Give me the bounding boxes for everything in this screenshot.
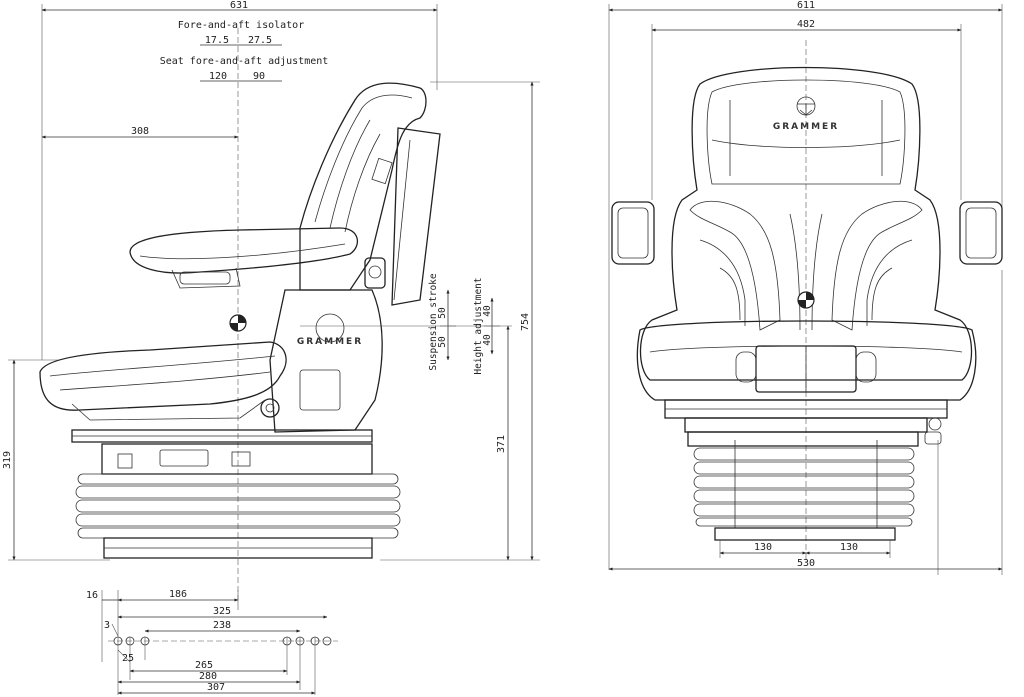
- dim-back-width: 482: [651, 19, 962, 200]
- armrest-right: [959, 201, 1003, 265]
- dim-overall-width-front: 611: [608, 0, 1003, 570]
- dim-suspension-stroke: Suspension stroke 50 50: [428, 273, 456, 371]
- dim-base-width: 530: [608, 270, 1003, 575]
- height-up: 40: [482, 305, 493, 317]
- dim-371: 371: [496, 435, 507, 453]
- adjust-title: Seat fore-and-aft adjustment: [160, 56, 329, 67]
- backrest-contours: [689, 200, 923, 331]
- dim-280: 280: [199, 671, 217, 682]
- dim-3: 3: [104, 620, 110, 631]
- isolator-right-value: 27.5: [248, 35, 272, 46]
- dim-fore-aft-isolator: Fore-and-aft isolator 17.5 27.5: [178, 20, 304, 46]
- dim-482: 482: [797, 19, 815, 30]
- suspension-label: Suspension stroke: [428, 273, 439, 371]
- side-bellows: [75, 473, 401, 539]
- dim-631: 631: [230, 0, 248, 11]
- dim-25: 25: [122, 653, 134, 664]
- front-view: 611 482 GRAMMER: [608, 0, 1003, 575]
- dim-overall-width-side: 631: [41, 0, 438, 360]
- suspension-down: 50: [437, 336, 448, 348]
- dim-308: 308: [131, 126, 149, 137]
- dim-130-left: 130: [754, 542, 772, 553]
- grammer-logo: GRAMMER: [773, 96, 839, 132]
- height-down: 40: [482, 334, 493, 346]
- dim-186: 186: [169, 589, 187, 600]
- mounting-holes-view: 16 186 325 238 3 25 265 280: [86, 589, 338, 695]
- dim-319: 319: [2, 451, 13, 469]
- dim-16: 16: [86, 590, 98, 601]
- suspension-up: 50: [437, 307, 448, 319]
- dim-130-right: 130: [840, 542, 858, 553]
- isolator-left-value: 17.5: [205, 35, 229, 46]
- dim-overall-height: 754: [380, 81, 540, 561]
- side-view: 631 Fore-and-aft isolator 17.5 27.5 Seat…: [2, 0, 540, 600]
- side-logo-text: GRAMMER: [297, 337, 363, 347]
- logo-text: GRAMMER: [773, 122, 839, 132]
- dim-base-height: 319: [2, 359, 110, 561]
- adjust-left-value: 120: [209, 71, 227, 82]
- height-label: Height adjustment: [473, 277, 484, 374]
- dim-611: 611: [797, 0, 815, 11]
- dim-265: 265: [195, 660, 213, 671]
- dim-325: 325: [213, 606, 231, 617]
- dim-base-halves: 130 130: [719, 542, 891, 555]
- dim-height-adjustment: Height adjustment 40 40: [473, 277, 500, 375]
- side-seat-illustration: GRAMMER: [39, 82, 441, 559]
- dim-seat-adjustment: Seat fore-and-aft adjustment 120 90: [160, 56, 329, 82]
- armrest-left: [611, 201, 655, 265]
- isolator-title: Fore-and-aft isolator: [178, 20, 304, 31]
- dim-lower-height: 371: [300, 325, 512, 561]
- dim-238: 238: [213, 620, 231, 631]
- front-bellows: [687, 431, 919, 528]
- dim-754: 754: [520, 313, 531, 331]
- dim-307: 307: [207, 682, 225, 693]
- dim-backrest-offset: 308: [41, 126, 239, 139]
- adjust-right-value: 90: [253, 71, 265, 82]
- dim-530: 530: [797, 558, 815, 569]
